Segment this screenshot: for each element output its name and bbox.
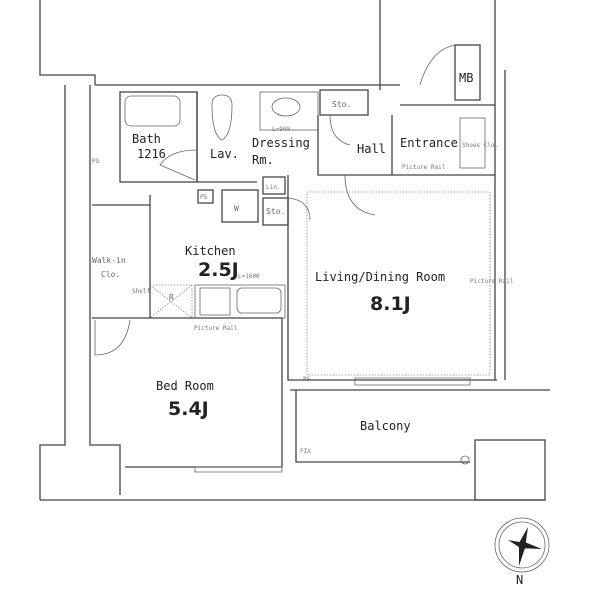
kitchen-rail-label: Picture Rail <box>194 325 238 332</box>
bath-size: 1216 <box>137 147 166 161</box>
shelf-label: Shelf <box>132 288 150 295</box>
fix-label: FIX <box>300 448 311 455</box>
entrance-rail-label: Picture Rail <box>402 164 446 171</box>
refrigerator-label: R <box>169 293 174 302</box>
kitchen-area: 2.5J <box>198 259 239 281</box>
ps-left-label: PS <box>92 158 100 165</box>
bath-label: Bath <box>132 132 161 146</box>
north-label: N <box>516 573 523 587</box>
compass-icon <box>494 517 550 573</box>
unit-walls <box>92 84 550 501</box>
washer-label: W <box>234 204 239 213</box>
balcony-label: Balcony <box>360 419 411 433</box>
building-walls <box>39 0 545 501</box>
living-label: Living/Dining Room <box>315 270 445 284</box>
hall-label: Hall <box>357 142 386 156</box>
lav-label: Lav. <box>210 147 239 161</box>
mb-box <box>454 44 481 101</box>
bedroom-label: Bed Room <box>156 379 214 393</box>
entrance-label: Entrance <box>400 136 458 150</box>
shoes-closet-label: Shoes Clo. <box>462 142 498 149</box>
walk-in-label-2: Clo. <box>101 270 120 279</box>
ps-bottom-label: PS <box>303 376 311 383</box>
living-area: 8.1J <box>370 293 411 315</box>
ps-mid-label: PS <box>200 194 208 201</box>
kitchen-note: L=1600 <box>238 273 260 280</box>
bedroom-area: 5.4J <box>168 398 209 420</box>
dressing-note: L=900 <box>272 126 290 133</box>
mb-label: MB <box>459 71 473 85</box>
living-rail-label: Picture Rail <box>470 278 514 285</box>
dressing-label: Dressing <box>252 136 310 150</box>
linen-label: Lin. <box>266 184 280 191</box>
storage-top-label: Sto. <box>332 100 351 109</box>
kitchen-label: Kitchen <box>185 244 236 258</box>
dressing-label-2: Rm. <box>252 153 274 167</box>
storage-kitchen-label: Sto. <box>266 207 285 216</box>
walk-in-label: Walk-in <box>92 256 126 265</box>
